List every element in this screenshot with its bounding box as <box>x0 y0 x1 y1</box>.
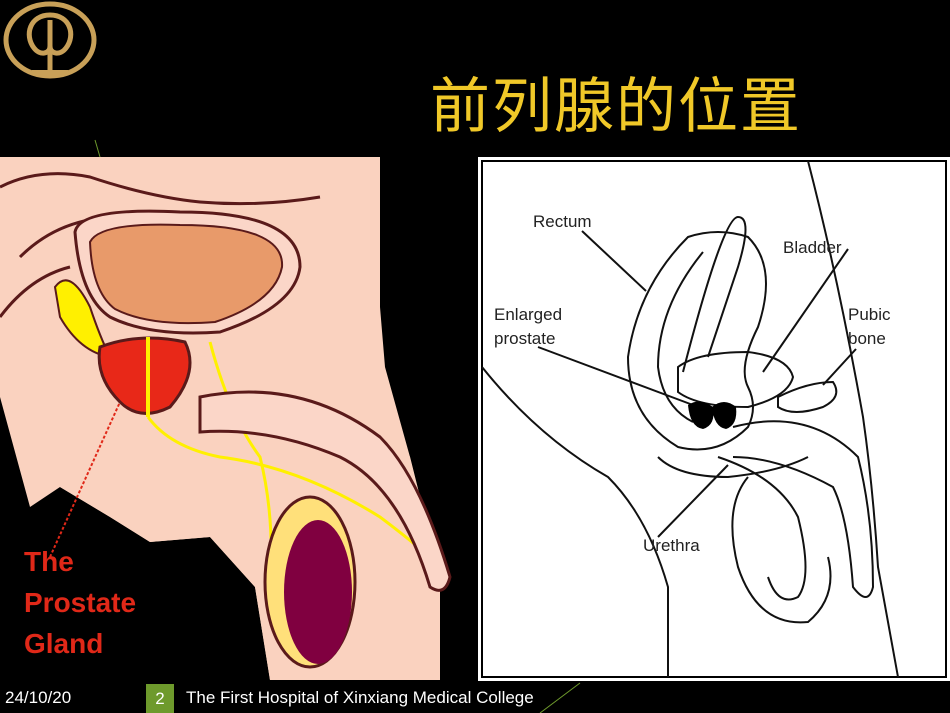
label-rectum: Rectum <box>533 212 592 231</box>
label-enlarged-prostate-line-1: Enlarged <box>494 305 563 324</box>
label-enlarged-prostate-line-2: prostate <box>494 329 556 348</box>
footer-date: 24/10/20 <box>5 688 72 707</box>
footer-institution: The First Hospital of Xinxiang Medical C… <box>186 688 534 707</box>
slide-title: 前列腺的位置 <box>430 72 802 142</box>
page-number-badge: 2 <box>146 684 174 713</box>
label-urethra: Urethra <box>643 536 700 555</box>
prostate-location-illustration <box>0 157 462 680</box>
gland-label-line-1: The <box>24 546 74 577</box>
hospital-logo-icon <box>3 1 97 79</box>
label-pubic-bone-line-2: bone <box>848 329 886 348</box>
gland-label-line-3: Gland <box>24 628 104 659</box>
label-bladder: Bladder <box>783 238 842 257</box>
gland-label-line-2: Prostate <box>24 587 137 618</box>
label-pubic-bone-line-1: Pubic <box>848 305 891 324</box>
enlarged-prostate-illustration <box>478 157 950 681</box>
